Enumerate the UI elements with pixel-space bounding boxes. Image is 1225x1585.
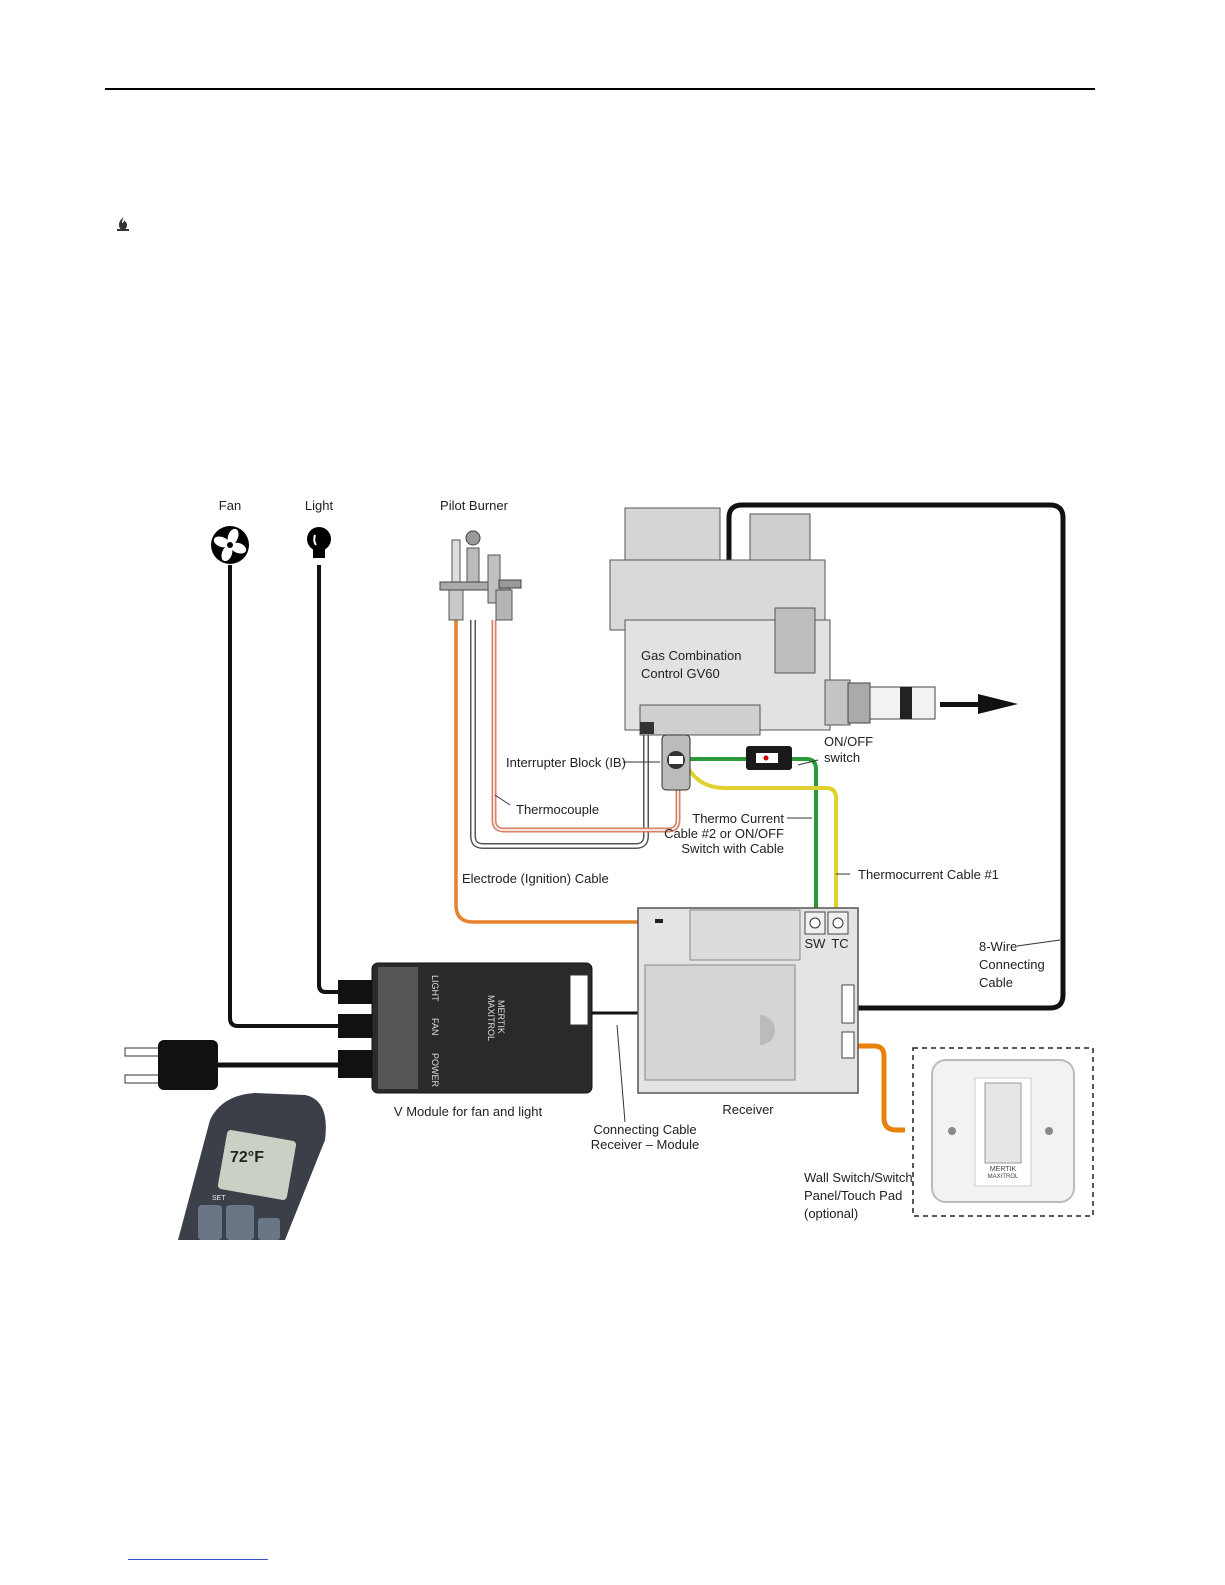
wall-brand-sub: MAXITROL	[988, 1174, 1019, 1180]
wall-switch-label-line2: Panel/Touch Pad	[804, 1188, 902, 1203]
thermo-current-label-line1: Thermo Current	[692, 811, 784, 826]
connecting-cable-label-line2: Receiver – Module	[591, 1137, 699, 1152]
wall-switch-cable	[852, 1043, 905, 1133]
receiver	[637, 907, 859, 1094]
module-port-fan: FAN	[430, 1018, 440, 1036]
connecting-cable-label-line1: Connecting Cable	[593, 1122, 696, 1137]
remote-control	[178, 1093, 326, 1240]
on-off-label-line1: ON/OFF	[824, 734, 873, 749]
light-cable	[317, 565, 338, 994]
eight-wire-label-line1: 8-Wire	[979, 939, 1017, 954]
on-off-label-line2: switch	[824, 750, 860, 765]
header-rule	[105, 88, 1095, 90]
gas-control-label-line1: Gas Combination	[641, 648, 741, 663]
v-module	[338, 962, 593, 1094]
ignition-cable	[454, 620, 648, 924]
interrupter-block-label: Interrupter Block (IB)	[506, 755, 626, 770]
wall-switch-label-line3: (optional)	[804, 1206, 858, 1221]
electrode-cable-label: Electrode (Ignition) Cable	[462, 871, 609, 886]
light-bulb-icon	[307, 527, 331, 558]
remote-display-value: 72°F	[230, 1149, 264, 1166]
wall-switch	[931, 1059, 1075, 1203]
module-brand-name: MERTIK	[496, 1000, 506, 1034]
power-plug-icon	[124, 1040, 218, 1090]
eight-wire-label-line3: Cable	[979, 975, 1013, 990]
module-port-power: POWER	[430, 1053, 440, 1088]
flame-icon	[117, 217, 129, 231]
wall-switch-label-line1: Wall Switch/Switch	[804, 1170, 913, 1185]
gas-combination-control	[609, 507, 936, 736]
interrupter-block	[661, 734, 691, 791]
arrow-right-icon	[940, 694, 1018, 714]
pilot-burner-label: Pilot Burner	[440, 498, 509, 513]
receiver-label: Receiver	[722, 1102, 774, 1117]
on-off-switch	[746, 746, 792, 770]
eight-wire-label-line2: Connecting	[979, 957, 1045, 972]
thermocurrent-1-label: Thermocurrent Cable #1	[858, 867, 999, 882]
pilot-burner	[439, 530, 522, 621]
fan-icon	[211, 526, 249, 564]
eight-wire-cable	[726, 502, 1066, 1011]
module-port-light: LIGHT	[430, 975, 440, 1002]
gas-control-label-line2: Control GV60	[641, 666, 720, 681]
thermocouple-label: Thermocouple	[516, 802, 599, 817]
thermo-current-label-line2: Cable #2 or ON/OFF	[664, 826, 784, 841]
fan-label: Fan	[219, 498, 241, 513]
remote-set-label: SET	[212, 1195, 226, 1202]
thermo-current-label-line3: Switch with Cable	[681, 841, 784, 856]
sw-terminal-label: SW	[805, 936, 827, 951]
wall-switch-outline	[912, 1047, 1094, 1217]
fan-cable	[228, 565, 338, 1028]
thermocurrent-cable-1	[686, 766, 838, 918]
tc-terminal-label: TC	[831, 936, 848, 951]
module-brand-sub: MAXITROL	[486, 995, 496, 1041]
footer-link-underline[interactable]	[128, 1559, 268, 1560]
wall-brand-name: MERTIK	[990, 1166, 1017, 1173]
light-label: Light	[305, 498, 334, 513]
v-module-label: V Module for fan and light	[394, 1104, 543, 1119]
